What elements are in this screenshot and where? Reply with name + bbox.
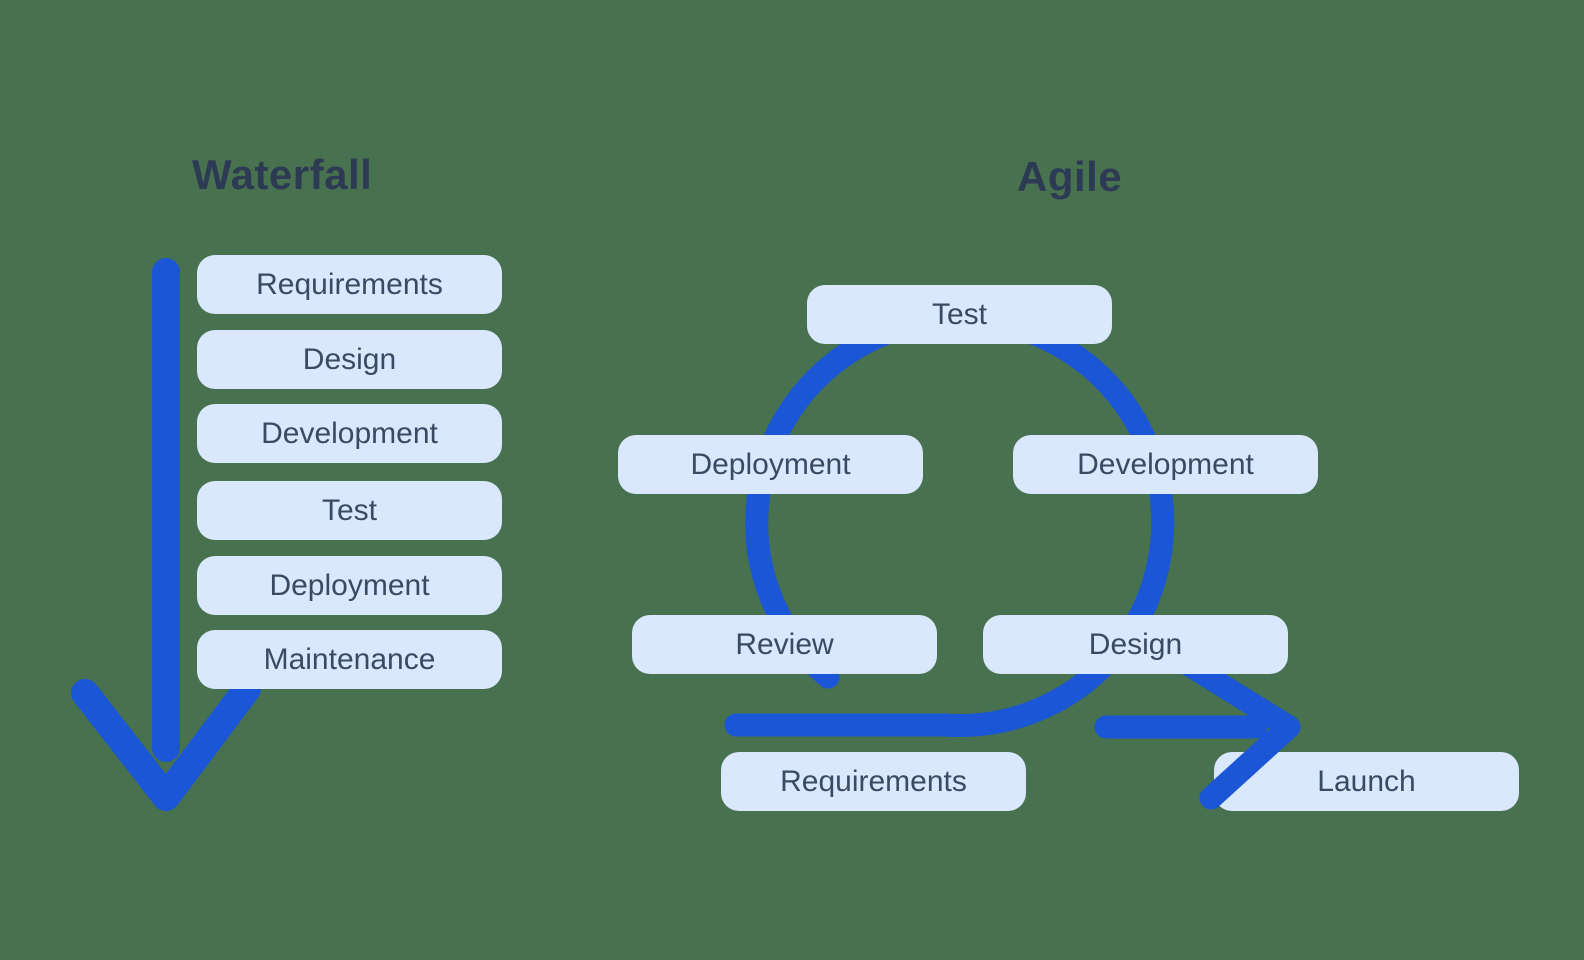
- waterfall-step-requirements: Requirements: [197, 255, 502, 314]
- agile-step-development: Development: [1013, 435, 1318, 494]
- agile-step-requirements: Requirements: [721, 752, 1026, 811]
- agile-step-label: Design: [1088, 627, 1183, 661]
- agile-step-label: Deployment: [690, 447, 851, 481]
- agile-step-label: Test: [931, 297, 988, 331]
- agile-step-label: Review: [735, 627, 834, 661]
- waterfall-step-label: Requirements: [256, 267, 443, 301]
- waterfall-step-design: Design: [197, 330, 502, 389]
- agile-step-label: Requirements: [780, 764, 967, 798]
- waterfall-step-maintenance: Maintenance: [197, 630, 502, 689]
- waterfall-title: Waterfall: [192, 151, 373, 198]
- agile-step-design: Design: [983, 615, 1288, 674]
- waterfall-step-label: Development: [261, 416, 438, 450]
- agile-title: Agile: [1017, 153, 1123, 200]
- waterfall-step-label: Design: [302, 342, 397, 376]
- agile-step-review: Review: [632, 615, 937, 674]
- agile-step-label: Launch: [1317, 764, 1416, 798]
- agile-step-test: Test: [807, 285, 1112, 344]
- agile-step-deployment: Deployment: [618, 435, 923, 494]
- waterfall-step-test: Test: [197, 481, 502, 540]
- waterfall-step-deployment: Deployment: [197, 556, 502, 615]
- waterfall-step-label: Maintenance: [263, 642, 436, 676]
- waterfall-step-label: Test: [321, 493, 378, 527]
- agile-step-launch: Launch: [1214, 752, 1519, 811]
- waterfall-step-development: Development: [197, 404, 502, 463]
- waterfall-down-arrow-head-icon: [71, 675, 261, 811]
- agile-step-label: Development: [1077, 447, 1254, 481]
- waterfall-step-label: Deployment: [269, 568, 430, 602]
